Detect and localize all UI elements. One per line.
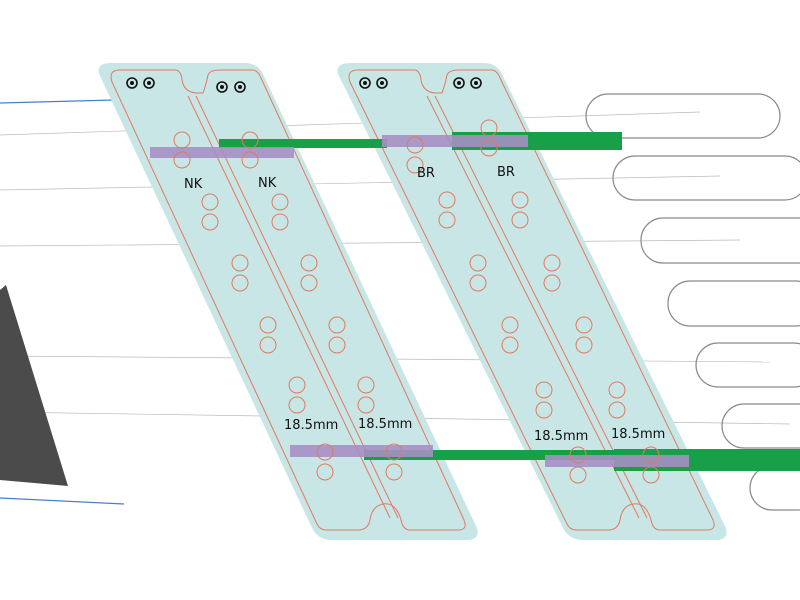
pole-circle-13-1 (406, 136, 424, 154)
screw-hole-3 (216, 81, 228, 93)
screw-hole-8 (470, 77, 482, 89)
pole-circle-16-1 (501, 316, 519, 334)
slot-6 (721, 403, 800, 449)
panel-right-cutlines (348, 69, 715, 531)
pole-circle-18-1 (569, 446, 587, 464)
template-panel-right (337, 63, 727, 540)
pole-circle-23-2 (608, 401, 626, 419)
pole-circle-3-2 (231, 274, 249, 292)
slot-4 (667, 280, 800, 327)
pole-circle-10-2 (328, 336, 346, 354)
slot-3 (640, 217, 800, 264)
pole-circle-2-2 (201, 213, 219, 231)
panel-right-body (337, 63, 727, 540)
pole-piece-circles (173, 119, 660, 484)
screw-hole-center-7 (457, 81, 461, 85)
pole-circle-1-2 (173, 151, 191, 169)
pole-circle-23-1 (608, 381, 626, 399)
pole-circle-17-2 (535, 401, 553, 419)
label-br-left: BR (417, 166, 435, 181)
pole-circle-6-1 (316, 443, 334, 461)
pole-circle-6-2 (316, 463, 334, 481)
pole-circle-3-1 (231, 254, 249, 272)
pole-circle-1-1 (173, 131, 191, 149)
screw-hole-4 (234, 81, 246, 93)
pole-circle-9-1 (300, 254, 318, 272)
pole-circle-9-2 (300, 274, 318, 292)
pole-circle-21-2 (543, 274, 561, 292)
pole-circle-8-1 (271, 193, 289, 211)
screw-hole-center-1 (130, 81, 134, 85)
screw-holes (126, 77, 482, 93)
pole-circle-22-2 (575, 336, 593, 354)
pole-circle-11-1 (357, 376, 375, 394)
slot-7 (749, 465, 800, 511)
pole-circle-4-2 (259, 336, 277, 354)
pole-circle-15-2 (469, 274, 487, 292)
pole-circle-20-1 (511, 191, 529, 209)
pole-circle-12-2 (385, 463, 403, 481)
guide-line-1 (0, 111, 701, 136)
screw-hole-2 (143, 77, 155, 89)
dark-wedge-shape (0, 285, 68, 486)
pole-circle-11-2 (357, 396, 375, 414)
pole-circle-13-2 (406, 156, 424, 174)
pole-circle-7-1 (241, 131, 259, 149)
pole-circle-15-1 (469, 254, 487, 272)
label-br-right: BR (497, 165, 515, 180)
purple-strip-bottom-left (290, 445, 433, 457)
slot-5 (695, 342, 800, 388)
purple-strip-top-left (150, 147, 294, 158)
green-strip-top (219, 139, 387, 148)
pole-circle-24-1 (642, 446, 660, 464)
label-nk-left: NK (184, 177, 203, 192)
purple-strip-top-right (382, 135, 528, 147)
screw-hole-6 (376, 77, 388, 89)
blue-line-bottom (0, 497, 125, 505)
pole-circle-22-1 (575, 316, 593, 334)
guide-line-2 (0, 175, 721, 191)
pole-circle-24-2 (642, 466, 660, 484)
dimension-label-3: 18.5mm (534, 429, 588, 444)
screw-hole-center-6 (380, 81, 384, 85)
pole-circle-19-1 (480, 119, 498, 137)
pole-circle-14-2 (438, 211, 456, 229)
pole-circle-8-2 (271, 213, 289, 231)
screw-hole-1 (126, 77, 138, 89)
pole-circle-14-1 (438, 191, 456, 209)
pole-circle-12-1 (385, 443, 403, 461)
dimension-label-4: 18.5mm (611, 427, 665, 442)
dimension-label-2: 18.5mm (358, 417, 412, 432)
pole-circle-21-1 (543, 254, 561, 272)
pole-circle-5-2 (288, 396, 306, 414)
purple-strip-bottom-right (545, 455, 689, 467)
pole-circle-16-2 (501, 336, 519, 354)
panel-left-body (98, 63, 478, 540)
pole-circle-7-2 (241, 151, 259, 169)
green-strip-bottom-left (364, 450, 614, 460)
screw-hole-center-8 (474, 81, 478, 85)
pole-circle-20-2 (511, 211, 529, 229)
screw-hole-5 (359, 77, 371, 89)
screw-hole-center-3 (220, 85, 224, 89)
screw-hole-center-2 (147, 81, 151, 85)
label-nk-right: NK (258, 176, 277, 191)
pole-circle-17-1 (535, 381, 553, 399)
slot-1 (585, 93, 781, 139)
pole-circle-19-2 (480, 139, 498, 157)
pole-circle-18-2 (569, 466, 587, 484)
slot-2 (612, 155, 800, 201)
dimension-label-1: 18.5mm (284, 418, 338, 433)
pole-circle-10-1 (328, 316, 346, 334)
screw-hole-7 (453, 77, 465, 89)
screw-hole-center-5 (363, 81, 367, 85)
pole-circle-5-1 (288, 376, 306, 394)
guide-line-3 (0, 239, 741, 247)
pole-circle-4-1 (259, 316, 277, 334)
screw-hole-center-4 (238, 85, 242, 89)
pole-circle-2-1 (201, 193, 219, 211)
